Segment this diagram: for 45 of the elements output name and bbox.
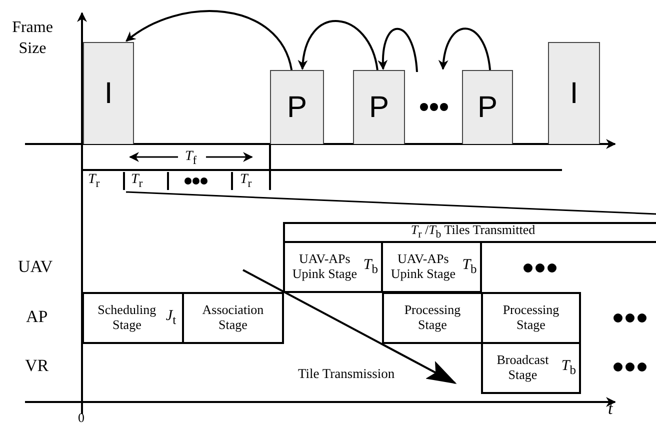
axis-label: 0 xyxy=(78,410,84,426)
frame-bar xyxy=(353,70,405,144)
stage-box xyxy=(82,292,184,344)
stage-label: UAV-APs Upink Stage xyxy=(390,252,457,282)
curved-arrow xyxy=(438,28,492,70)
axis-label: Frame Size xyxy=(11,18,54,59)
frame-type-label: I xyxy=(570,76,578,110)
period-symbol: T$_{f}$ xyxy=(185,149,197,167)
frame-bar xyxy=(462,70,513,144)
slot-symbol: T$_{r}$ xyxy=(131,172,143,190)
curved-arrow xyxy=(126,10,293,70)
frame-type-label: P xyxy=(477,90,498,124)
stage-label: T$_{r}$ /T$_{b}$ Tiles Transmitted xyxy=(410,223,536,242)
frame-type-label: P xyxy=(368,90,389,124)
frame-bar xyxy=(270,70,324,144)
frame-type-label: I xyxy=(104,76,113,110)
duration-symbol: T$_{b}$ xyxy=(462,257,477,277)
duration-symbol: J$_{t}$ xyxy=(166,308,176,328)
frame-bar xyxy=(548,42,600,144)
curved-arrow xyxy=(298,20,378,70)
stage-box xyxy=(382,292,483,344)
slot-symbol: T$_{r}$ xyxy=(240,172,252,190)
stage-label: Processing Stage xyxy=(403,303,462,333)
slot-symbol: T$_{r}$ xyxy=(88,172,100,190)
frame-bar xyxy=(83,42,134,144)
row-label: UAV xyxy=(18,257,53,277)
row-label: VR xyxy=(25,356,49,376)
arrow-label: Tile Transmission xyxy=(298,366,395,382)
duration-symbol: T$_{b}$ xyxy=(561,358,576,378)
stage-box xyxy=(283,222,656,243)
stage-label: Association Stage xyxy=(201,303,265,333)
duration-symbol: T$_{b}$ xyxy=(363,257,378,277)
axis-label: t xyxy=(608,399,613,419)
stage-label: UAV-APs Upink Stage xyxy=(291,252,358,282)
stage-label: Broadcast Stage xyxy=(496,353,550,383)
row-label: AP xyxy=(26,307,48,327)
stage-box xyxy=(481,292,581,344)
stage-label: Scheduling Stage xyxy=(96,303,158,333)
curved-arrow xyxy=(378,28,418,72)
stage-box xyxy=(481,342,581,394)
stage-box xyxy=(283,241,383,293)
stage-label: Processing Stage xyxy=(502,303,560,333)
stage-box xyxy=(381,241,482,293)
stage-box xyxy=(182,292,284,344)
frame-type-label: P xyxy=(286,90,307,124)
